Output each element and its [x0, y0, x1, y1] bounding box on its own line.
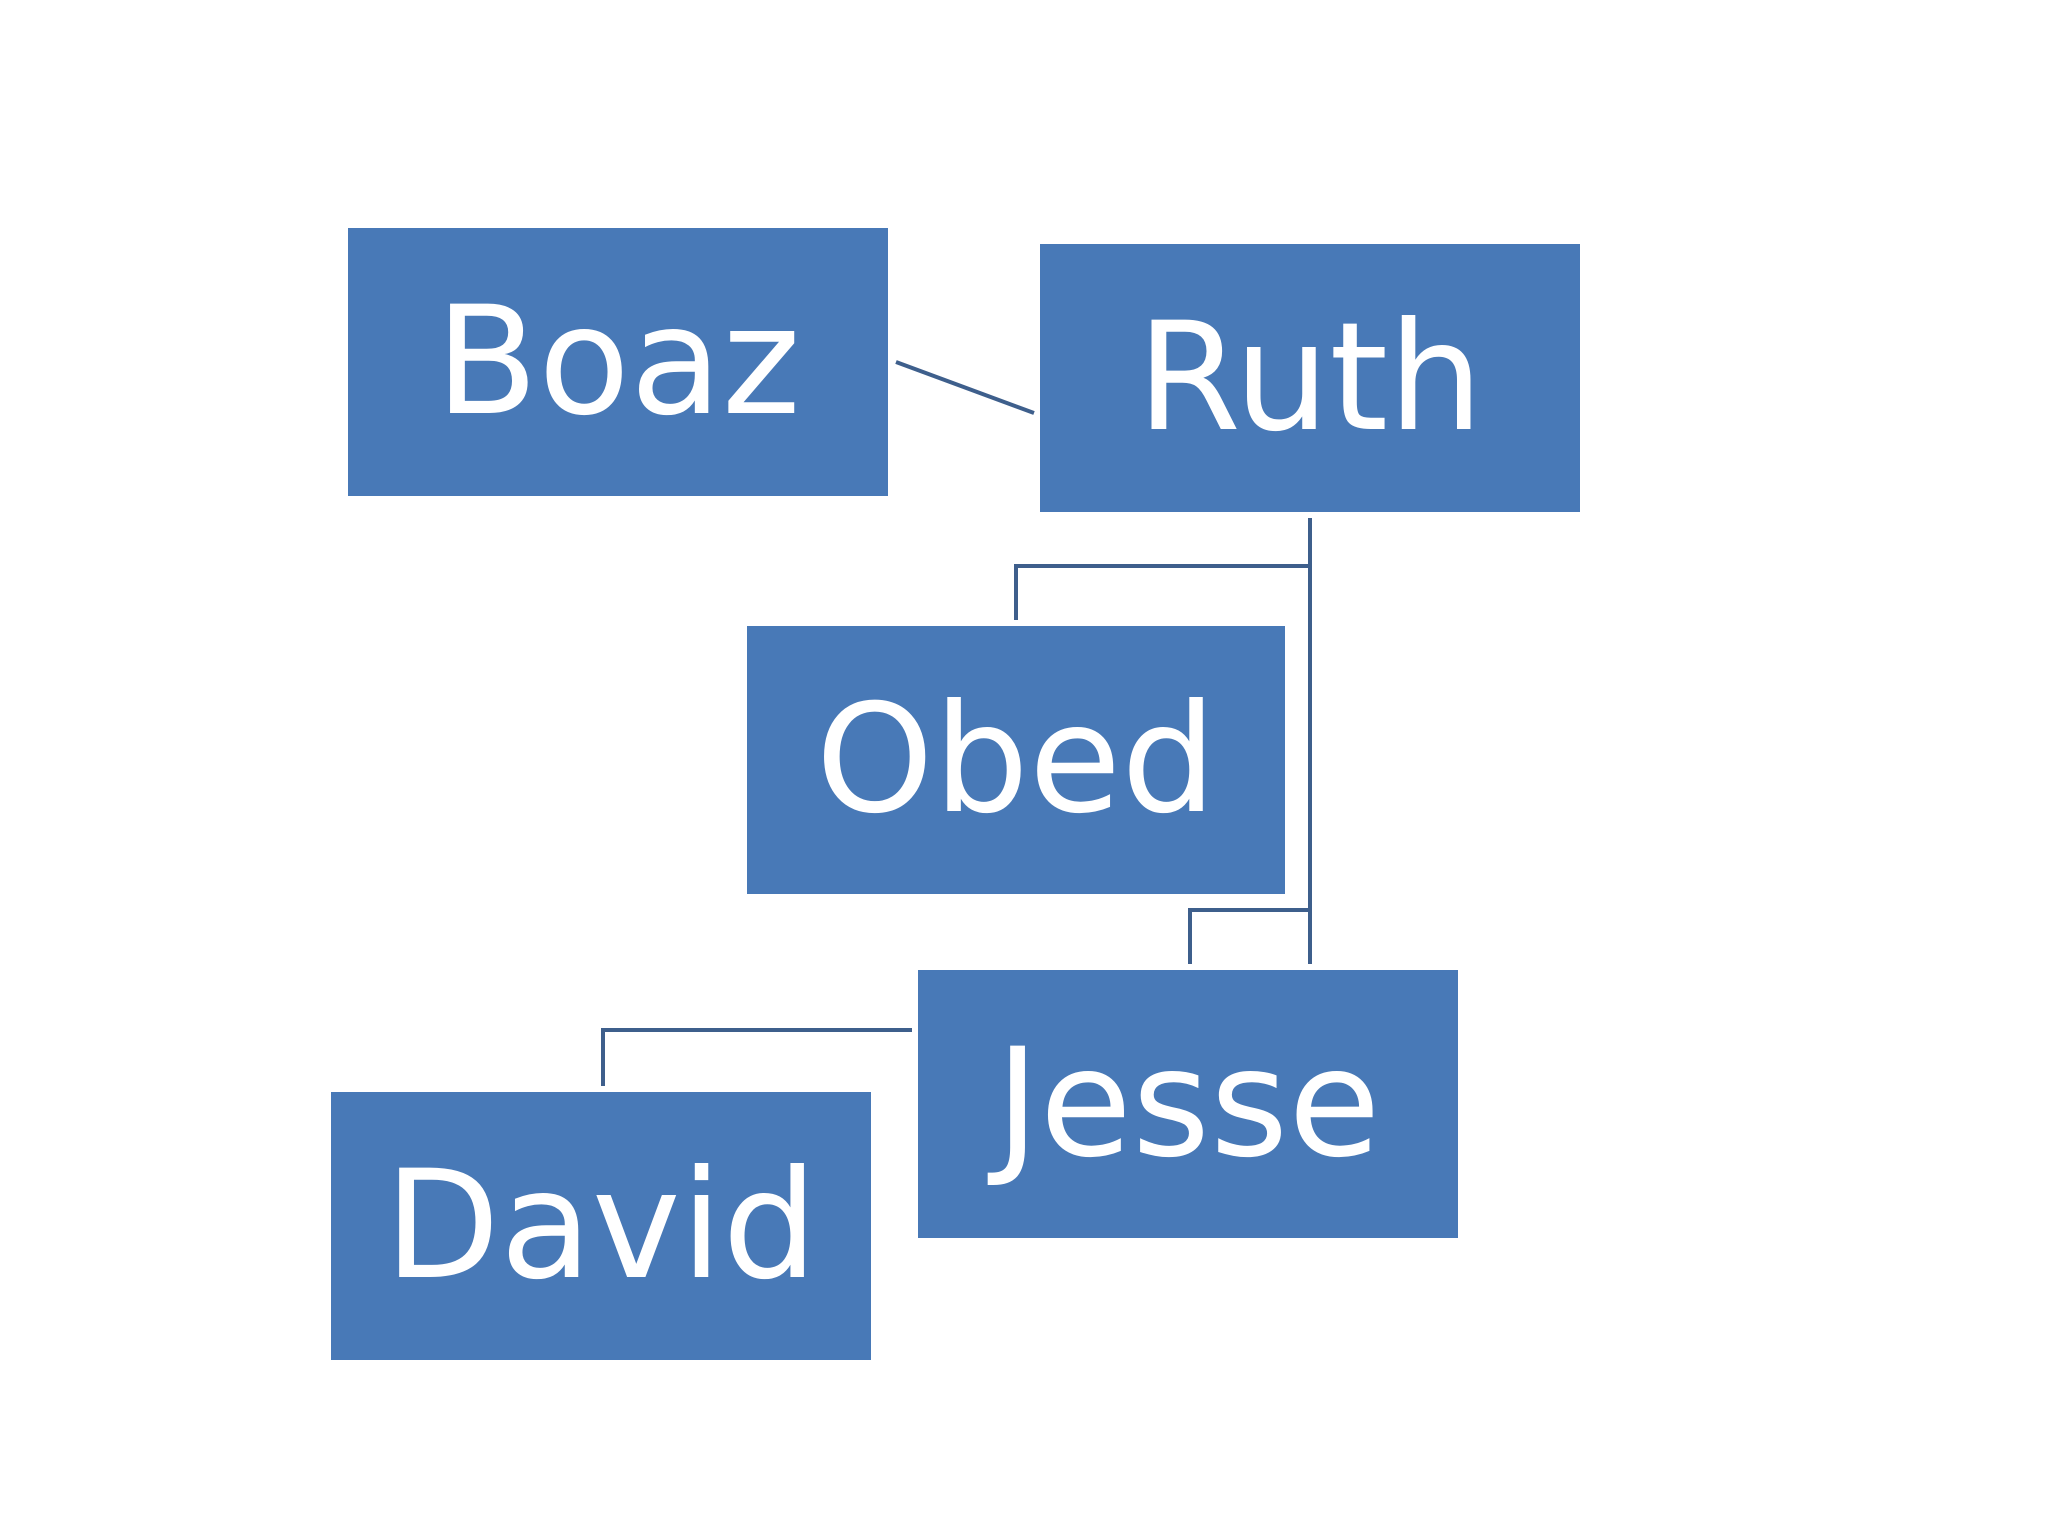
node-boaz-label: Boaz	[435, 275, 801, 449]
node-jesse: Jesse	[918, 970, 1458, 1238]
node-ruth: Ruth	[1040, 244, 1580, 512]
connector-ruth-obed	[1014, 564, 1310, 620]
connector-jesse-david	[601, 1028, 912, 1086]
node-ruth-label: Ruth	[1136, 291, 1484, 465]
node-boaz: Boaz	[348, 228, 888, 496]
connector-ruth-jesse	[1188, 908, 1310, 964]
connector-boaz-ruth	[895, 360, 1035, 415]
node-jesse-label: Jesse	[995, 1017, 1381, 1191]
node-david-label: David	[384, 1139, 818, 1313]
node-obed: Obed	[747, 626, 1285, 894]
node-obed-label: Obed	[815, 673, 1217, 847]
node-david: David	[331, 1092, 871, 1360]
